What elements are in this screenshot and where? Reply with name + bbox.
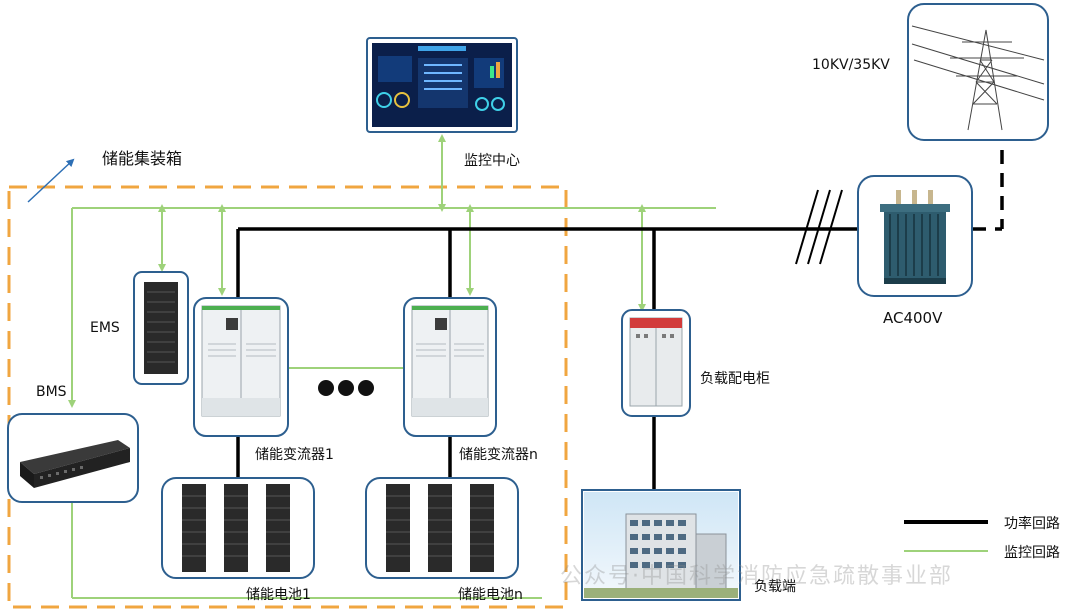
distribution-cabinet-icon <box>621 309 691 417</box>
battery-rack-icon <box>365 477 519 579</box>
rack-unit-icon <box>7 413 139 503</box>
power-tower-icon <box>907 3 1049 141</box>
transformer-voltage-label: AC400V <box>883 309 943 327</box>
container-pointer-arrow <box>27 158 75 203</box>
transformer-icon <box>857 175 973 297</box>
office-building-icon <box>581 489 741 601</box>
legend-monitor-label: 监控回路 <box>1004 545 1060 561</box>
container-label: 储能集装箱 <box>102 149 183 168</box>
grid-voltage-label: 10KV/35KV <box>812 57 890 73</box>
watermark-text: 公众号·中国科学消防应急疏散事业部 <box>560 564 953 589</box>
load-cabinet-label: 负载配电柜 <box>700 371 770 387</box>
pcs-1-label: 储能变流器1 <box>255 447 334 463</box>
battery-rack-icon <box>161 477 315 579</box>
dashboard-screen-icon <box>366 37 518 133</box>
bus-break-marks <box>795 189 843 265</box>
battery-1-label: 储能电池1 <box>246 587 311 603</box>
load-end-label: 负载端 <box>754 579 796 595</box>
monitor-lines <box>68 134 716 599</box>
server-rack-icon <box>133 271 189 385</box>
legend-power-label: 功率回路 <box>1004 516 1060 532</box>
bms-label: BMS <box>36 384 67 400</box>
inverter-cabinet-icon <box>193 297 289 437</box>
ems-label: EMS <box>90 320 120 336</box>
ellipsis-icon <box>318 380 374 396</box>
battery-n-label: 储能电池n <box>458 587 523 603</box>
inverter-cabinet-icon <box>403 297 497 437</box>
power-lines <box>236 227 858 490</box>
container-boundary <box>7 185 568 609</box>
monitoring-center-label: 监控中心 <box>464 153 520 169</box>
pcs-n-label: 储能变流器n <box>459 447 538 463</box>
